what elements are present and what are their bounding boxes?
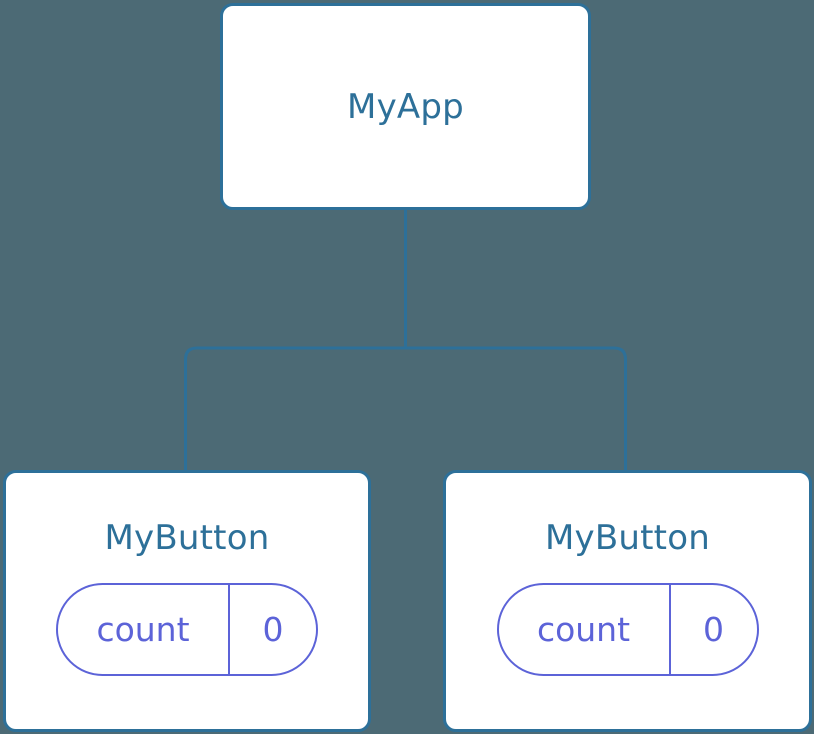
tree-node-myapp[interactable]: MyApp — [220, 3, 591, 210]
tree-node-label: MyApp — [347, 86, 464, 127]
tree-node-mybutton[interactable]: MyButton count 0 — [3, 470, 371, 732]
state-badge-key: count — [96, 610, 190, 649]
state-badge-key: count — [536, 610, 631, 649]
state-badge[interactable]: count 0 — [56, 583, 318, 676]
state-badge-value: 0 — [668, 585, 757, 674]
tree-node-label: MyButton — [545, 518, 710, 558]
state-badge-value: 0 — [228, 585, 316, 674]
tree-node-label: MyButton — [104, 518, 270, 558]
edge-root-to-child-1 — [405, 346, 627, 470]
tree-node-mybutton[interactable]: MyButton count 0 — [443, 470, 812, 732]
state-badge[interactable]: count 0 — [496, 583, 759, 676]
edge-root-to-child-0 — [184, 209, 407, 470]
